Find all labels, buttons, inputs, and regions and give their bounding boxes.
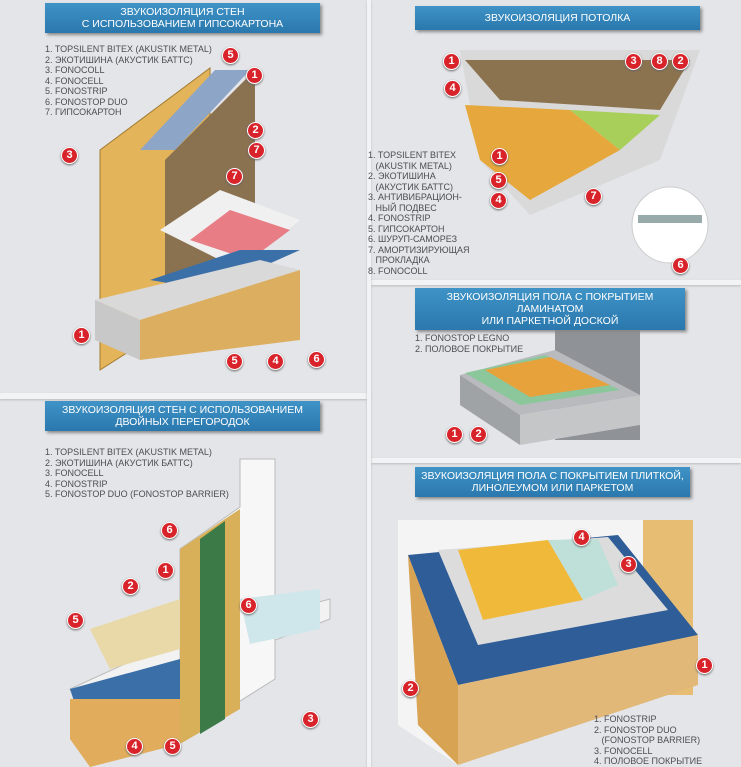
- header-line: линолеумом или паркетом: [471, 482, 634, 494]
- callout-marker: 1: [157, 562, 174, 579]
- legend-item: 2. ПОЛОВОЕ ПОКРЫТИЕ: [415, 343, 524, 354]
- callout-marker: 4: [444, 80, 461, 97]
- callout-marker: 6: [672, 257, 689, 274]
- legend-item: НЫЙ ПОДВЕС: [368, 202, 437, 213]
- legend-item: 2. ЭКОТИШИНА: [368, 171, 436, 181]
- header-line: Звукоизоляция потолка: [484, 12, 631, 24]
- legend-item: 5. FONOSTOP DUO (FONOSTOP BARRIER): [45, 489, 229, 499]
- section-header: Звукоизоляция стенс использованием гипсо…: [45, 3, 320, 33]
- header-line: Звукоизоляция пола с покрытием плиткой,: [421, 470, 684, 482]
- callout-marker: 2: [402, 680, 419, 697]
- callout-marker: 4: [126, 738, 143, 755]
- callout-marker: 2: [470, 426, 487, 443]
- callout-marker: 6: [240, 597, 257, 614]
- legend-item: (AKUSTIK METAL): [368, 160, 452, 171]
- callout-marker: 1: [491, 148, 508, 165]
- section-header: Звукоизоляция пола с покрытием ламинатом…: [415, 288, 685, 330]
- legend-item: (FONOSTOP BARRIER): [594, 735, 701, 745]
- callout-marker: 1: [443, 53, 460, 70]
- callout-marker: 5: [222, 47, 239, 64]
- wall-gypsum-illustration: [95, 67, 300, 371]
- legend-item: 7. АМОРТИЗИРУЮЩАЯ: [368, 244, 470, 255]
- legend-list: 1. TOPSILENT BITEX (AKUSTIK METAL)2. ЭКО…: [368, 150, 470, 276]
- legend-item: 4. FONOCELL: [45, 75, 104, 86]
- callout-marker: 7: [248, 142, 265, 159]
- legend-item: 2. ЭКОТИШИНА (АКУСТИК БАТТС): [45, 54, 193, 65]
- legend-item: 6. ШУРУП-САМОРЕЗ: [368, 234, 458, 244]
- legend-list: 1. TOPSILENT BITEX (AKUSTIK METAL)2. ЭКО…: [45, 44, 212, 118]
- callout-marker: 5: [67, 612, 84, 629]
- legend-item: 5. ГИПСОКАРТОН: [368, 223, 445, 234]
- legend-item: 4. FONOSTRIP: [368, 213, 431, 223]
- header-line: Звукоизоляция стен с использованием: [62, 404, 303, 416]
- legend-item: 2. FONOSTOP DUO: [594, 724, 677, 735]
- divider: [370, 458, 741, 463]
- legend-item: 6. FONOSTOP DUO: [45, 96, 128, 107]
- legend-item: 1. TOPSILENT BITEX: [368, 150, 457, 160]
- legend-item: 1. FONOSTRIP: [594, 714, 657, 724]
- callout-marker: 3: [620, 556, 637, 573]
- legend-item: 3. FONOCOLL: [45, 65, 105, 75]
- header-line: Звукоизоляция стен: [120, 6, 245, 18]
- callout-marker: 3: [625, 53, 642, 70]
- callout-marker: 3: [61, 147, 78, 164]
- legend-item: 7. ГИПСОКАРТОН: [45, 107, 122, 117]
- callout-marker: 4: [573, 529, 590, 546]
- divider: [370, 280, 741, 285]
- header-line: или паркетной доской: [481, 315, 619, 327]
- laminate-illustration: [460, 325, 640, 445]
- callout-marker: 1: [696, 657, 713, 674]
- legend-item: 4. FONOSTRIP: [45, 478, 108, 489]
- callout-marker: 5: [490, 172, 507, 189]
- callout-marker: 1: [73, 327, 90, 344]
- legend-item: 1. FONOSTOP LEGNO: [415, 333, 510, 343]
- legend-list: 1. TOPSILENT BITEX (AKUSTIK METAL)2. ЭКО…: [45, 447, 229, 500]
- header-line: двойных перегородок: [115, 416, 250, 428]
- divider: [367, 0, 371, 767]
- callout-marker: 3: [302, 711, 319, 728]
- callout-marker: 2: [672, 53, 689, 70]
- legend-item: (АКУСТИК БАТТС): [368, 181, 453, 192]
- callout-marker: 6: [161, 522, 178, 539]
- legend-item: 2. ЭКОТИШИНА (АКУСТИК БАТТС): [45, 457, 193, 468]
- callout-marker: 5: [226, 353, 243, 370]
- double-wall-illustration: [69, 458, 331, 767]
- callout-marker: 2: [122, 578, 139, 595]
- callout-marker: 1: [446, 426, 463, 443]
- callout-marker: 6: [308, 351, 325, 368]
- callout-marker: 2: [247, 122, 264, 139]
- legend-item: 1. TOPSILENT BITEX (AKUSTIK METAL): [45, 447, 212, 457]
- section-header: Звукоизоляция пола с покрытием плиткой,л…: [415, 467, 690, 497]
- legend-item: 3. FONOCELL: [594, 745, 653, 756]
- header-line: Звукоизоляция пола с покрытием ламинатом: [446, 291, 654, 315]
- legend-item: 4. ПОЛОВОЕ ПОКРЫТИЕ: [594, 756, 703, 766]
- legend-item: 3. FONOCELL: [45, 468, 104, 478]
- callout-marker: 5: [164, 738, 181, 755]
- legend-item: 3. АНТИВИБРАЦИОН-: [368, 192, 462, 202]
- header-line: с использованием гипсокартона: [81, 18, 284, 30]
- section-header: Звукоизоляция потолка: [415, 6, 700, 30]
- callout-marker: 8: [651, 53, 668, 70]
- callout-marker: 1: [246, 67, 263, 84]
- callout-marker: 4: [267, 353, 284, 370]
- section-header: Звукоизоляция стен с использованиемдвойн…: [45, 401, 320, 431]
- callout-marker: 7: [585, 188, 602, 205]
- legend-item: 5. FONOSTRIP: [45, 86, 108, 96]
- legend-item: 8. FONOCOLL: [368, 265, 428, 276]
- callout-marker: 4: [490, 192, 507, 209]
- callout-marker: 7: [226, 168, 243, 185]
- divider: [0, 393, 370, 399]
- legend-item: ПРОКЛАДКА: [368, 255, 430, 265]
- legend-item: 1. TOPSILENT BITEX (AKUSTIK METAL): [45, 44, 212, 54]
